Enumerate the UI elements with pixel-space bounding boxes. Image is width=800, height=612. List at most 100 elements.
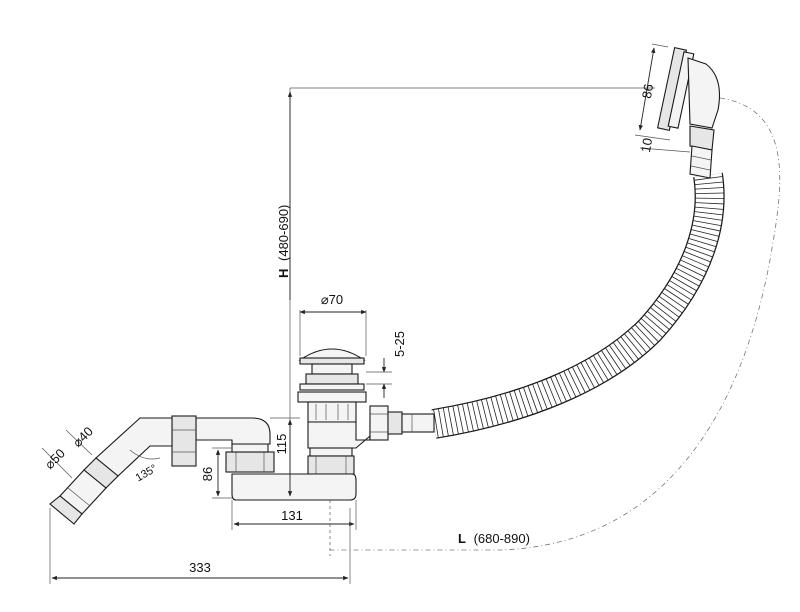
total-width-dimension: 333	[49, 508, 351, 584]
hose-rib	[674, 272, 700, 287]
hose-rib	[442, 408, 449, 436]
hose-rib	[541, 380, 553, 408]
hose-rib	[490, 397, 499, 425]
hose-rib	[638, 321, 659, 342]
hose-rib	[513, 390, 524, 418]
height-label: H (480-690)	[276, 205, 291, 278]
length-label-letter: L	[458, 531, 466, 546]
hose-rib	[597, 353, 613, 378]
hose-rib	[695, 187, 724, 190]
hose-rib	[499, 394, 509, 422]
hose-rib	[620, 336, 639, 360]
hose-rib	[559, 373, 572, 400]
hose-rib	[509, 392, 519, 420]
hose-rib	[647, 311, 670, 330]
plug-diameter-label: ⌀70	[321, 292, 343, 307]
hose-rib	[650, 307, 673, 326]
hose-rib	[695, 206, 724, 210]
hose-rib	[678, 263, 705, 277]
hose-rib	[631, 327, 651, 350]
hose-rib	[687, 242, 715, 253]
length-label-range: (680-890)	[474, 531, 530, 546]
hose-rib	[685, 246, 713, 258]
hose-rib	[695, 202, 724, 205]
height-label-letter: H	[276, 269, 291, 278]
hose-rib	[659, 296, 683, 314]
hose-rib	[485, 398, 494, 427]
hose-rib	[567, 369, 581, 395]
outlet-height-label: 86	[200, 467, 215, 481]
hose-rib	[609, 345, 626, 369]
hose-rib	[605, 347, 622, 372]
hose-rib	[634, 324, 655, 346]
hose-rib	[438, 408, 444, 437]
height-dimension: H (480-690)	[276, 91, 293, 300]
hose-rib	[694, 211, 723, 216]
height-label-range: (480-690)	[276, 205, 291, 261]
hose-rib	[550, 377, 562, 404]
overflow-diameter-dimension: 86 10	[634, 43, 691, 154]
hose-rib	[694, 176, 723, 181]
hose-rib	[690, 233, 718, 242]
hose-rib	[613, 342, 631, 366]
hose-rib	[641, 318, 663, 338]
overflow-diameter-label: 86	[639, 83, 656, 100]
siphon-height-label: 115	[274, 434, 289, 455]
hose-rib	[580, 362, 595, 388]
hose-rib	[694, 215, 722, 221]
plug-dimensions: ⌀70 5-25	[299, 292, 407, 398]
hose-rib	[457, 405, 464, 433]
hose-rib	[661, 292, 686, 309]
hose-rib	[671, 276, 697, 291]
hose-rib	[667, 284, 692, 301]
hose-rib	[452, 406, 459, 434]
hose-rib	[692, 224, 720, 232]
hose-rib	[504, 393, 514, 421]
hose-rib	[476, 401, 484, 429]
angle-label: 135°	[134, 463, 160, 485]
overflow-head	[656, 46, 721, 179]
hose-rib	[684, 251, 711, 263]
hose-rib	[682, 255, 709, 268]
hose-rib	[680, 259, 707, 273]
vertical-dimensions: 115 86	[200, 417, 300, 499]
overflow-thickness-label: 10	[638, 137, 655, 154]
pipe-d40-label: ⌀40	[70, 424, 96, 450]
hose-rib	[669, 280, 694, 296]
hose-rib	[616, 339, 635, 363]
hose-rib	[466, 403, 474, 431]
hose-rib	[471, 402, 479, 430]
hose-rib	[589, 358, 604, 383]
length-dimension: L (680-890)	[329, 500, 530, 556]
hose-rib	[545, 379, 558, 406]
hose-rib	[518, 389, 529, 416]
plug-range-label: 5-25	[392, 331, 407, 357]
hose-rib	[584, 360, 600, 386]
hose-rib	[653, 303, 676, 322]
hose-rib	[563, 371, 577, 398]
hose-rib	[627, 330, 647, 353]
hose-rib	[593, 355, 609, 381]
hose-rib	[536, 382, 548, 410]
hose-rib	[447, 407, 454, 435]
offset-dimension: 131	[231, 500, 357, 530]
hose-rib	[693, 220, 722, 227]
hose-rib	[624, 333, 643, 356]
pipe-d50-label: ⌀50	[42, 446, 68, 472]
length-label: L (680-890)	[458, 531, 530, 546]
hose-connector	[369, 405, 435, 441]
hose-rib	[691, 229, 719, 237]
hose-rib	[688, 238, 716, 248]
hose-rib	[695, 181, 724, 186]
hose-rib	[664, 288, 689, 305]
hose-rib	[523, 387, 534, 415]
hose-rib	[656, 299, 680, 318]
hose-rib	[576, 364, 591, 391]
hose-rib	[695, 192, 724, 194]
siphon-body	[225, 443, 357, 501]
hose-rib	[495, 396, 504, 424]
hose-rib	[676, 268, 702, 282]
hose-rib	[527, 385, 538, 413]
outlet-offset-label: 131	[281, 508, 303, 523]
